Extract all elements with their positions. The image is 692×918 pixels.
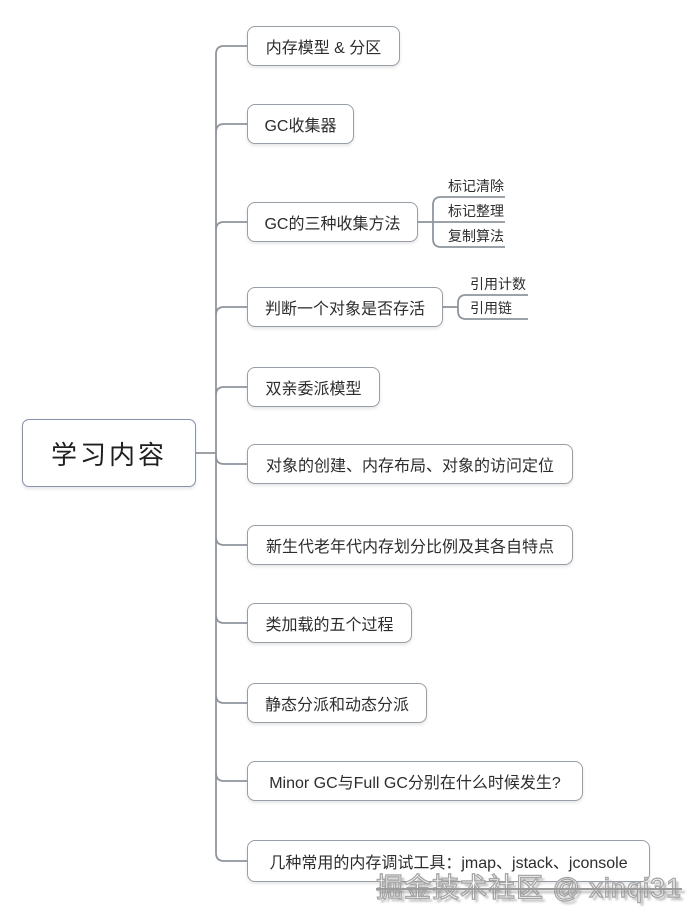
node-gc-methods[interactable]: GC的三种收集方法 — [247, 202, 418, 242]
branch-line — [215, 221, 247, 231]
node-object-creation[interactable]: 对象的创建、内存布局、对象的访问定位 — [247, 444, 573, 484]
branch-line — [215, 772, 247, 782]
node-gc-collectors[interactable]: GC收集器 — [247, 104, 354, 144]
node-dispatch[interactable]: 静态分派和动态分派 — [247, 683, 427, 723]
subtopic-copying[interactable]: 复制算法 — [448, 228, 504, 244]
subtopic-ref-chain[interactable]: 引用链 — [470, 300, 512, 316]
subbranch-underline — [432, 238, 505, 248]
branch-line — [215, 694, 247, 704]
branch-line — [215, 306, 247, 316]
subtopic-mark-sweep[interactable]: 标记清除 — [448, 178, 504, 194]
node-class-loading[interactable]: 类加载的五个过程 — [247, 603, 412, 643]
branch-line — [215, 614, 247, 624]
subtopic-ref-counting[interactable]: 引用计数 — [470, 276, 526, 292]
root-node[interactable]: 学习内容 — [22, 419, 196, 487]
node-label: 静态分派和动态分派 — [264, 697, 409, 714]
node-debug-tools[interactable]: 几种常用的内存调试工具：jmap、jstack、jconsole — [247, 840, 650, 882]
node-label: GC收集器 — [264, 118, 337, 135]
branch-line — [215, 123, 247, 133]
node-parent-delegation[interactable]: 双亲委派模型 — [247, 367, 380, 407]
node-memory-model[interactable]: 内存模型 & 分区 — [247, 26, 400, 66]
node-label: GC的三种收集方法 — [264, 216, 401, 233]
branch-line — [215, 852, 247, 862]
node-label: 类加载的五个过程 — [265, 617, 394, 634]
node-label: 双亲委派模型 — [265, 381, 362, 398]
node-label: 新生代老年代内存划分比例及其各自特点 — [265, 539, 554, 556]
branch-line — [215, 45, 247, 55]
subbranch-underline — [432, 196, 505, 206]
node-label: 几种常用的内存调试工具：jmap、jstack、jconsole — [269, 855, 628, 872]
branch-line — [215, 386, 247, 396]
node-label: 内存模型 & 分区 — [265, 40, 382, 57]
node-minor-full-gc[interactable]: Minor GC与Full GC分别在什么时候发生? — [247, 761, 583, 801]
node-label: Minor GC与Full GC分别在什么时候发生? — [269, 775, 561, 792]
node-label: 判断一个对象是否存活 — [264, 301, 425, 318]
node-object-alive[interactable]: 判断一个对象是否存活 — [247, 287, 443, 327]
node-generations[interactable]: 新生代老年代内存划分比例及其各自特点 — [247, 525, 573, 565]
root-node-label: 学习内容 — [50, 439, 167, 470]
subbranch-underline — [457, 310, 528, 320]
watermark: 掘金技术社区 @ xinqi31 — [375, 872, 682, 903]
subtopic-mark-compact[interactable]: 标记整理 — [448, 203, 504, 219]
branch-line — [215, 455, 247, 465]
branch-line — [215, 536, 247, 546]
subbranch-underline — [457, 294, 528, 304]
node-label: 对象的创建、内存布局、对象的访问定位 — [265, 458, 554, 475]
